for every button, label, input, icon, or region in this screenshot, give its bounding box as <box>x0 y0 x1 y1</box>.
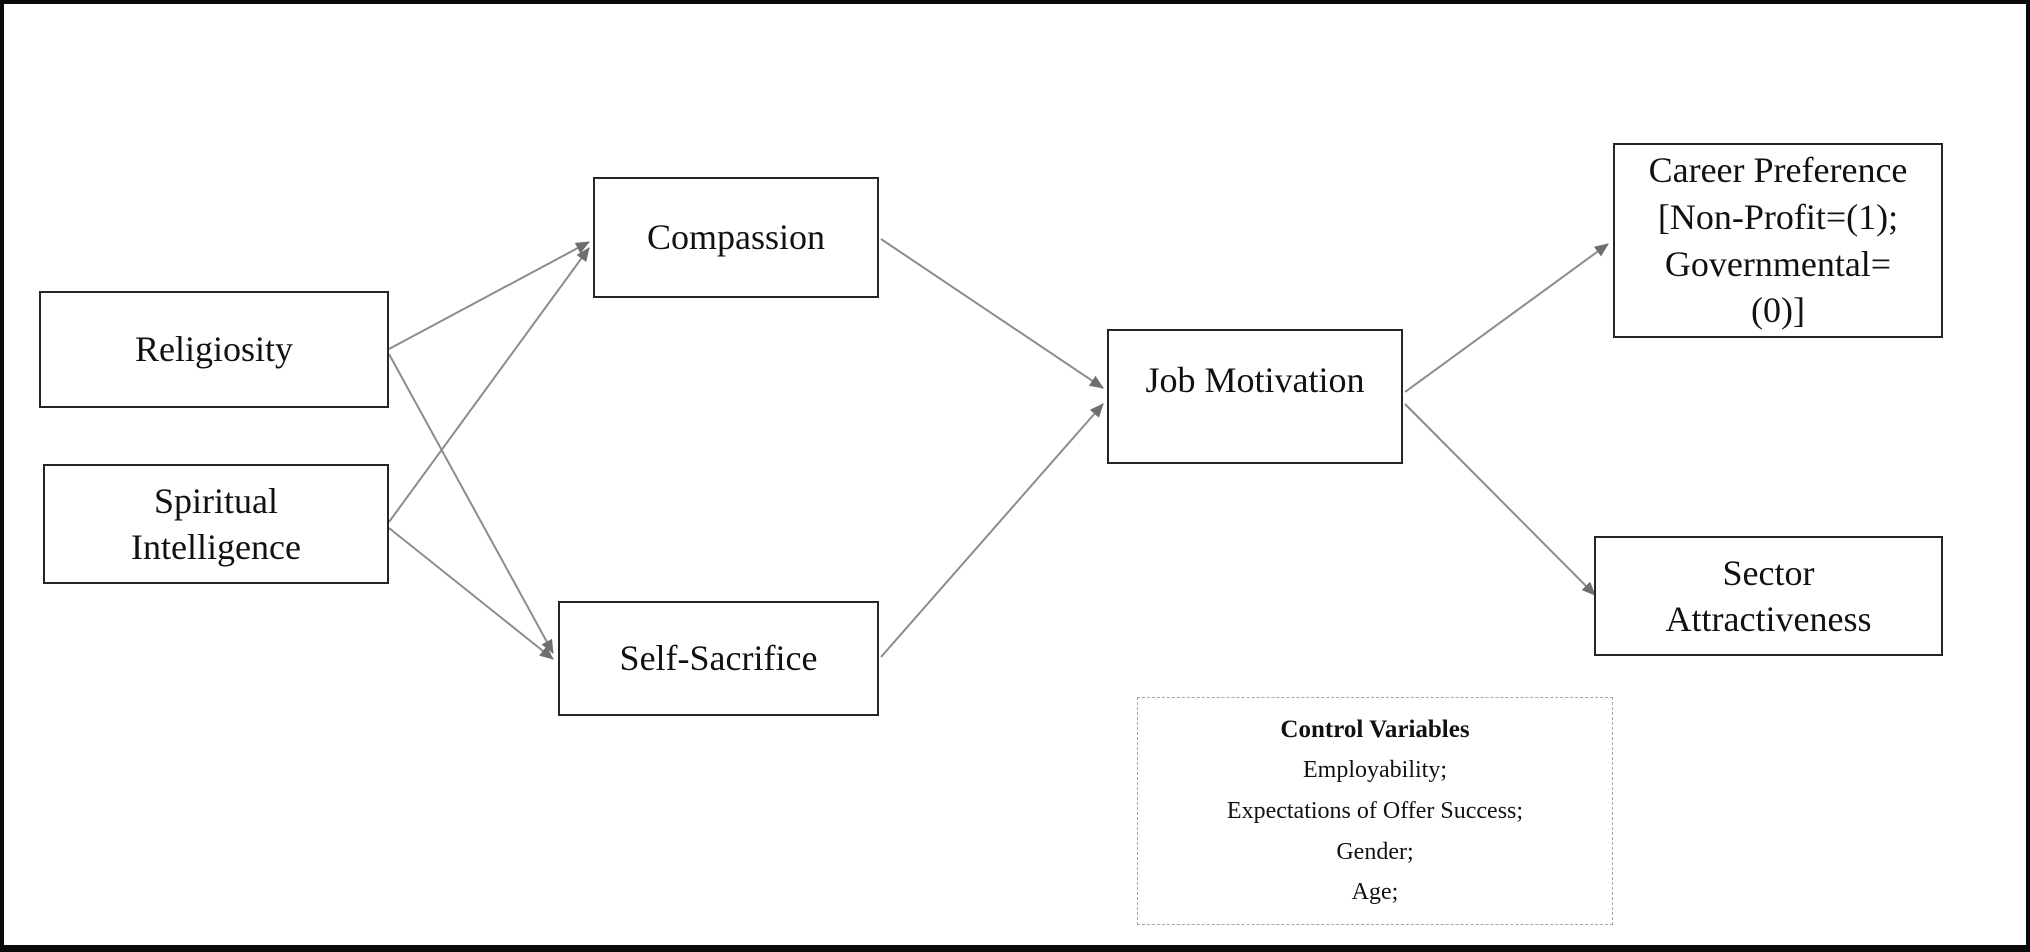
control-variable-item: Age; <box>1351 879 1399 906</box>
control-variable-item: Expectations of Offer Success; <box>1226 797 1524 824</box>
arrow-spiritual-intelligence-self-sacrifice <box>388 527 554 660</box>
control-variable-item: Gender; <box>1336 838 1414 865</box>
arrow-spiritual-intelligence-compassion <box>388 247 590 523</box>
control-variables-title: Control Variables <box>1280 715 1470 743</box>
node-self-sacrifice: Self-Sacrifice <box>558 601 879 716</box>
node-career-preference: Career Preference [Non-Profit=(1); Gover… <box>1613 143 1943 338</box>
node-religiosity: Religiosity <box>39 291 389 408</box>
arrow-religiosity-compassion <box>388 241 590 350</box>
career-preference-lines: Career Preference [Non-Profit=(1); Gover… <box>1621 147 1935 334</box>
career-preference-line-4: (0)] <box>1751 290 1805 331</box>
node-compassion: Compassion <box>593 177 879 298</box>
career-preference-line-2: [Non-Profit=(1); <box>1657 196 1899 237</box>
arrow-compassion-job-motivation <box>880 238 1104 389</box>
career-preference-line-3: Governmental= <box>1664 243 1892 284</box>
arrow-self-sacrifice-job-motivation <box>880 403 1104 658</box>
arrow-job-motivation-career-preference <box>1404 243 1609 393</box>
node-sector-attractiveness: Sector Attractiveness <box>1594 536 1943 656</box>
arrow-job-motivation-sector-attractiveness <box>1404 403 1596 596</box>
edges-layer <box>388 238 1609 660</box>
node-spiritual-intelligence: Spiritual Intelligence <box>43 464 389 584</box>
node-job-motivation: Job Motivation <box>1107 329 1403 464</box>
control-variable-item: Employability; <box>1303 757 1447 784</box>
control-variables-box: Control Variables Employability; Expecta… <box>1137 697 1613 925</box>
arrow-religiosity-self-sacrifice <box>388 353 554 654</box>
career-preference-line-1: Career Preference <box>1648 149 1908 190</box>
